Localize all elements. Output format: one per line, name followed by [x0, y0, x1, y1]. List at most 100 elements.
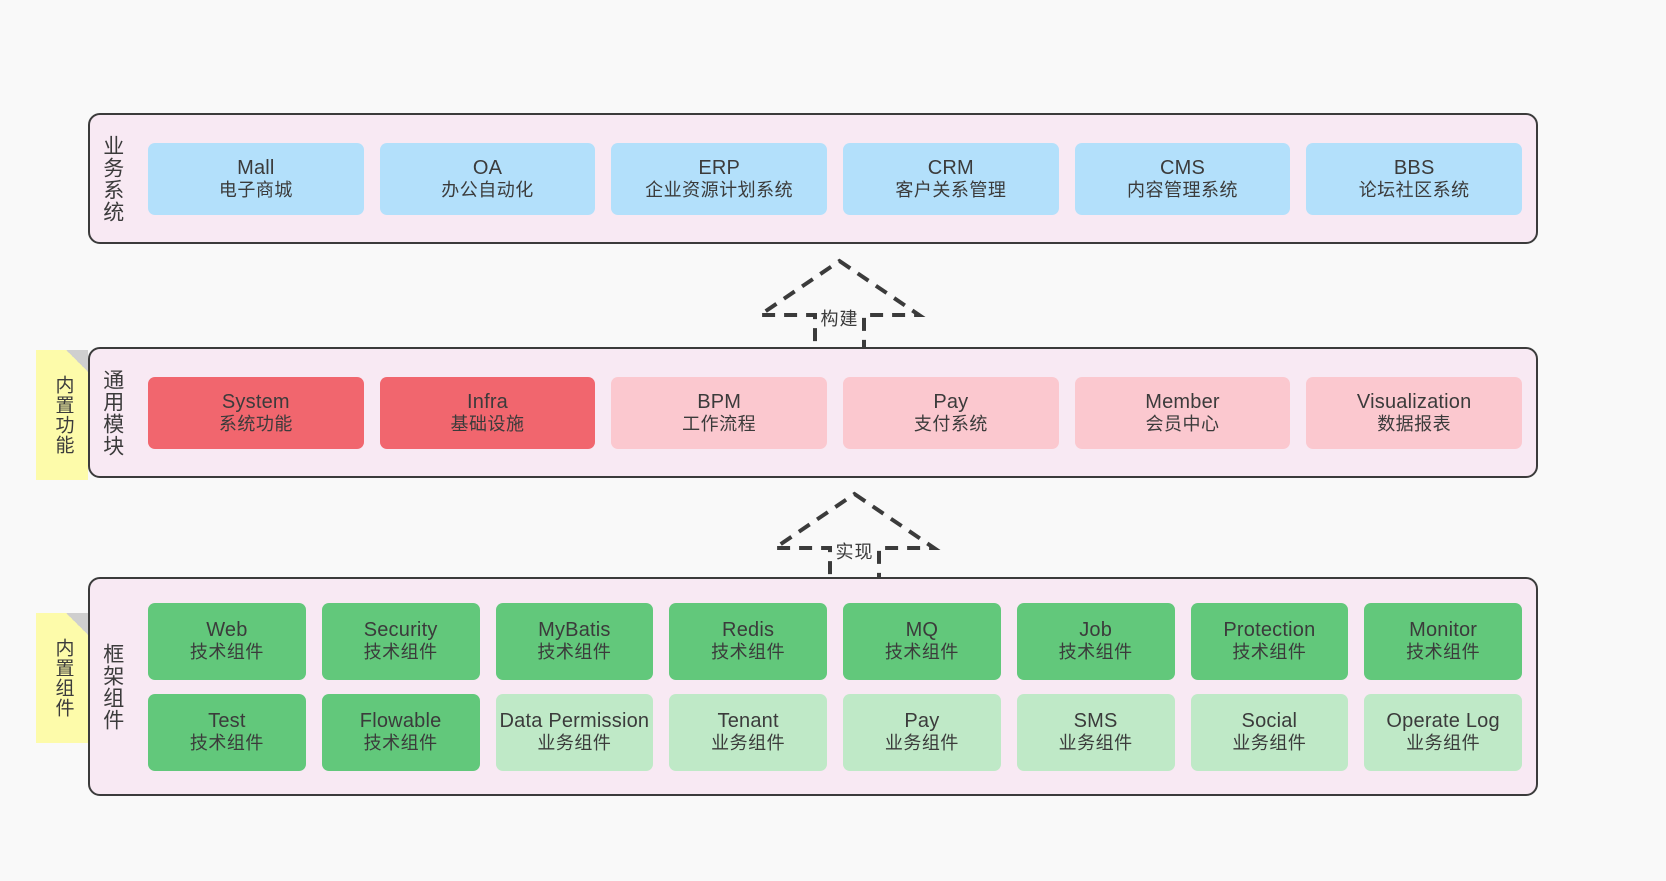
node-label-en: Visualization	[1356, 390, 1472, 413]
node-mq[interactable]: MQ 技术组件	[843, 602, 1001, 680]
node-label-cn: 论坛社区系统	[1358, 179, 1470, 200]
node-label-en: Test	[208, 710, 246, 733]
node-label-en: OA	[472, 156, 503, 179]
node-label-cn: 电子商城	[218, 179, 293, 200]
node-data-permission[interactable]: Data Permission 业务组件	[495, 693, 654, 771]
node-row-business: Mall 电子商城 OA 办公自动化 ERP 企业资源计划系统 CRM 客户关系…	[148, 142, 1523, 215]
sticky-note-builtin-features: 内置功能	[36, 350, 88, 480]
node-label-cn: 客户关系管理	[895, 179, 1007, 200]
node-label-en: BPM	[697, 390, 742, 413]
node-label-en: Data Permission	[499, 710, 650, 733]
node-label-en: Member	[1145, 390, 1220, 413]
layer-body-common-modules: System 系统功能 Infra 基础设施 BPM 工作流程 Pay 支付系统…	[134, 349, 1536, 476]
node-sms[interactable]: SMS 业务组件	[1016, 693, 1175, 771]
node-tenant[interactable]: Tenant 业务组件	[669, 693, 827, 771]
node-row-framework-tech: Web 技术组件 Security 技术组件 MyBatis 技术组件 Redi…	[148, 602, 1522, 680]
node-label-en: CRM	[927, 156, 974, 179]
node-crm[interactable]: CRM 客户关系管理	[843, 142, 1059, 215]
node-label-cn: 工作流程	[682, 413, 757, 434]
node-label-cn: 数据报表	[1377, 413, 1452, 434]
node-test[interactable]: Test 技术组件	[148, 693, 306, 771]
node-label-cn: 企业资源计划系统	[645, 179, 794, 200]
node-label-en: System	[221, 390, 290, 413]
node-erp[interactable]: ERP 企业资源计划系统	[611, 142, 828, 215]
node-member[interactable]: Member 会员中心	[1074, 376, 1291, 449]
connector-realize: 实现	[767, 486, 942, 586]
node-label-en: Pay	[933, 390, 969, 413]
node-label-cn: 业务组件	[1058, 733, 1133, 754]
node-label-cn: 会员中心	[1145, 413, 1220, 434]
node-label-cn: 基础设施	[450, 413, 525, 434]
node-label-en: MQ	[905, 619, 939, 642]
node-label-cn: 业务组件	[1232, 733, 1307, 754]
node-label-cn: 技术组件	[1232, 642, 1307, 663]
node-label-cn: 技术组件	[1406, 642, 1481, 663]
node-pay-component[interactable]: Pay 业务组件	[843, 693, 1001, 771]
node-flowable[interactable]: Flowable 技术组件	[321, 693, 480, 771]
node-label-en: Flowable	[359, 710, 442, 733]
node-pay-module[interactable]: Pay 支付系统	[843, 376, 1059, 449]
connector-label: 实现	[835, 542, 874, 562]
node-label-en: Security	[363, 619, 438, 642]
layer-common-modules: 通用模块 System 系统功能 Infra 基础设施 BPM 工作流程 Pay…	[88, 347, 1538, 478]
node-label-en: Tenant	[717, 710, 779, 733]
node-mybatis[interactable]: MyBatis 技术组件	[495, 602, 654, 680]
node-label-cn: 业务组件	[884, 733, 959, 754]
node-row-framework-business: Test 技术组件 Flowable 技术组件 Data Permission …	[148, 693, 1522, 771]
node-row-modules: System 系统功能 Infra 基础设施 BPM 工作流程 Pay 支付系统…	[148, 376, 1523, 449]
layer-framework-components: 框架组件 Web 技术组件 Security 技术组件 MyBatis 技术组件…	[88, 577, 1538, 796]
layer-body-business-systems: Mall 电子商城 OA 办公自动化 ERP 企业资源计划系统 CRM 客户关系…	[134, 115, 1536, 242]
node-label-en: Pay	[904, 710, 940, 733]
node-bbs[interactable]: BBS 论坛社区系统	[1306, 142, 1523, 215]
node-redis[interactable]: Redis 技术组件	[669, 602, 827, 680]
node-protection[interactable]: Protection 技术组件	[1190, 602, 1349, 680]
node-label-cn: 技术组件	[189, 642, 264, 663]
node-label-en: MyBatis	[538, 619, 611, 642]
node-monitor[interactable]: Monitor 技术组件	[1364, 602, 1522, 680]
node-label-cn: 办公自动化	[441, 179, 534, 200]
node-visualization[interactable]: Visualization 数据报表	[1306, 376, 1523, 449]
node-label-cn: 技术组件	[363, 733, 438, 754]
dashed-hollow-arrow-up-icon	[768, 491, 941, 584]
layer-title-common-modules: 通用模块	[100, 368, 124, 457]
node-bpm[interactable]: BPM 工作流程	[611, 376, 828, 449]
node-web[interactable]: Web 技术组件	[148, 602, 306, 680]
node-oa[interactable]: OA 办公自动化	[379, 142, 596, 215]
connector-build: 构建	[752, 253, 927, 353]
node-label-en: SMS	[1073, 710, 1118, 733]
node-job[interactable]: Job 技术组件	[1016, 602, 1175, 680]
node-operate-log[interactable]: Operate Log 业务组件	[1364, 693, 1522, 771]
layer-title-business-systems: 业务系统	[100, 134, 124, 223]
node-mall[interactable]: Mall 电子商城	[148, 142, 364, 215]
dashed-hollow-arrow-up-icon	[753, 258, 926, 351]
node-label-en: Redis	[722, 619, 775, 642]
node-infra[interactable]: Infra 基础设施	[379, 376, 596, 449]
node-label-en: Protection	[1223, 619, 1316, 642]
node-label-en: Job	[1079, 619, 1113, 642]
node-label-cn: 内容管理系统	[1127, 179, 1239, 200]
node-label-en: BBS	[1393, 156, 1435, 179]
sticky-note-label: 内置组件	[52, 638, 74, 718]
node-social[interactable]: Social 业务组件	[1190, 693, 1349, 771]
node-cms[interactable]: CMS 内容管理系统	[1074, 142, 1291, 215]
node-label-cn: 支付系统	[913, 413, 988, 434]
node-label-en: Monitor	[1409, 619, 1478, 642]
node-label-cn: 系统功能	[218, 413, 293, 434]
connector-label: 构建	[820, 309, 859, 329]
sticky-note-label: 内置功能	[52, 375, 74, 455]
node-label-en: Mall	[237, 156, 275, 179]
node-label-en: Web	[206, 619, 248, 642]
node-label-en: Social	[1241, 710, 1298, 733]
node-label-cn: 技术组件	[1058, 642, 1133, 663]
layer-title-framework-components: 框架组件	[100, 642, 124, 731]
node-security[interactable]: Security 技术组件	[321, 602, 480, 680]
node-label-cn: 技术组件	[884, 642, 959, 663]
layer-body-framework-components: Web 技术组件 Security 技术组件 MyBatis 技术组件 Redi…	[134, 579, 1536, 794]
node-label-cn: 技术组件	[537, 642, 612, 663]
node-label-cn: 技术组件	[189, 733, 264, 754]
node-label-en: CMS	[1160, 156, 1206, 179]
node-system[interactable]: System 系统功能	[148, 376, 364, 449]
node-label-en: Operate Log	[1386, 710, 1500, 733]
node-label-cn: 业务组件	[711, 733, 786, 754]
